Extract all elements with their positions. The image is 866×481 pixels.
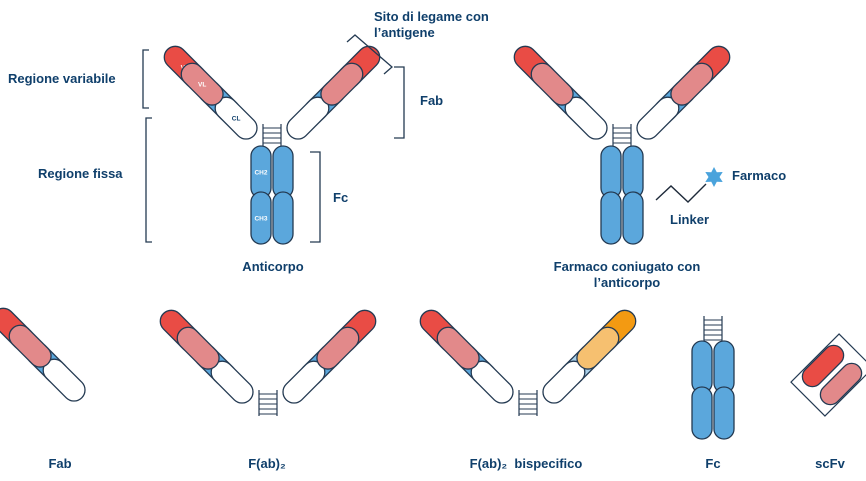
adc-ch2-a-shape [601,146,621,198]
star-icon [705,167,722,187]
adc-ch2-a [601,146,621,198]
fragment-fc-ch2-b [714,341,734,393]
fragment-fc-ch3-b [714,387,734,439]
bracket-fc [310,152,320,242]
fragment-label-bispecific: F(ab)₂ bispecifico [470,456,583,472]
fragment-bispecific-left-arm-vl [433,323,484,374]
fab-bracket-label: Fab [420,93,443,109]
adc-left-arm-vl-shape [527,59,578,110]
antibody-ch2-b-shape [273,146,293,198]
bracket-fab [394,67,404,138]
fragment-label-fab2: F(ab)₂ [248,456,286,472]
drug-label: Farmaco [732,168,786,184]
antibody-left-arm-vl-label: VL [198,82,206,89]
adc-right-arm-vl [666,59,717,110]
fragment-fab2-left-arm-vl [173,323,224,374]
adc-ch3-a [601,192,621,244]
bracket-fixed-region [146,118,152,242]
antibody-label: Anticorpo [242,259,303,275]
adc-ch3-b [623,192,643,244]
fc-bracket-label: Fc [333,190,348,206]
antibody-ch3-a-label: CH3 [254,216,267,223]
antigen-site-label: Sito di legame con l’antigene [374,9,544,41]
adc-ch3-a-shape [601,192,621,244]
fragment-fc-ch2-a [692,341,712,393]
fixed-region-label: Regione fissa [38,166,123,182]
fragment-bispecific-left-arm-vl-shape [433,323,484,374]
fragment-fab2-left-arm-vl-shape [173,323,224,374]
fragment-fab-arm-vl-shape [5,321,56,372]
adc-right-arm-vl-shape [666,59,717,110]
fragment-bispecific-right-arm-vl [572,323,623,374]
fragment-label-fab: Fab [48,456,71,472]
antibody-ch2-b [273,146,293,198]
fragment-fc-ch3-b-shape [714,387,734,439]
bracket-variable-region [143,50,149,108]
adc-ch2-b-shape [623,146,643,198]
fragment-fab2-right-arm-vl-shape [312,323,363,374]
antibody-right-arm-vl [316,59,367,110]
fragment-label-scfv: scFv [815,456,845,472]
adc-ch3-b-shape [623,192,643,244]
fragment-fab-arm-vl [5,321,56,372]
antibody-ch3-b-shape [273,192,293,244]
antibody-left-arm-cl-label: CL [232,116,241,123]
adc-ch2-b [623,146,643,198]
fragment-fc-ch2-b-shape [714,341,734,393]
fragment-fc-ch2-a-shape [692,341,712,393]
antibody-ch3-b [273,192,293,244]
fragment-label-fc: Fc [705,456,720,472]
fragment-fc-ch3-a-shape [692,387,712,439]
antibody-ch2-a-label: CH2 [254,170,267,177]
fragment-fab2-right-arm-vl [312,323,363,374]
fragment-fc-ch3-a [692,387,712,439]
adc-left-arm-vl [527,59,578,110]
antibody-right-arm-vl-shape [316,59,367,110]
fragment-bispecific-right-arm-vl-shape [572,323,623,374]
variable-region-label: Regione variabile [8,71,116,87]
linker-label: Linker [670,212,709,228]
linker-zigzag [656,184,706,202]
adc-label: Farmaco coniugato con l’anticorpo [552,259,702,291]
